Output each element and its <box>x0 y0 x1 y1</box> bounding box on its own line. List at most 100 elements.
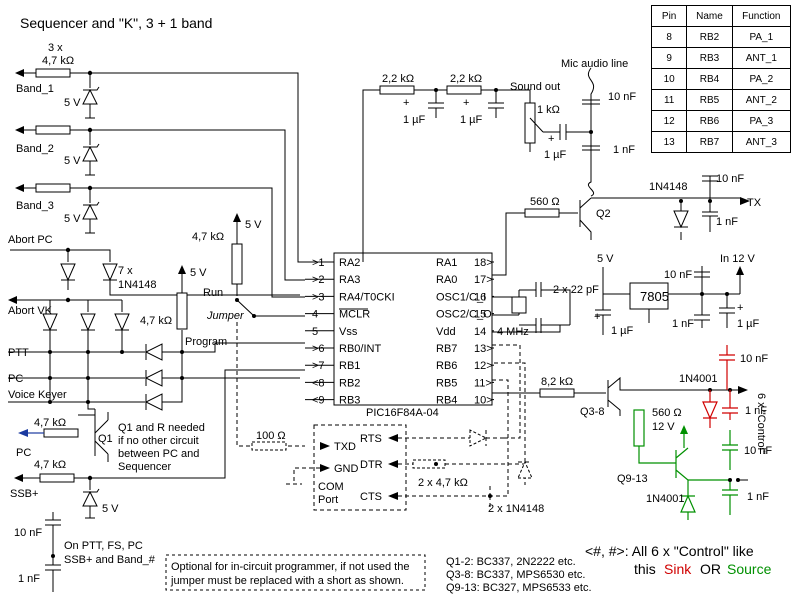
cap-10nf-bl: 10 nF <box>14 527 42 539</box>
ic-pin-number: 11> <box>474 377 492 389</box>
cap-audio-2-plus: + <box>463 97 469 109</box>
optional-line-2: jumper must be replaced with a short as … <box>170 575 404 587</box>
table-cell: 12 <box>650 110 688 132</box>
q1-label: Q1 <box>98 433 113 445</box>
ic-pin-number: 5 <box>312 326 318 338</box>
table-cell: RB5 <box>686 89 733 111</box>
crystal-section: 2 x 22 pF 4 MHz <box>492 282 599 338</box>
tx-label: TX <box>747 197 762 209</box>
ssb-r-value: 4,7 kΩ <box>34 459 66 471</box>
resistor-band2 <box>35 125 71 135</box>
control-legend: <#, #>: All 6 x "Control" like this Sink… <box>585 543 772 577</box>
txd-label: TXD <box>334 441 356 453</box>
q1-note-2: if no other circuit <box>118 435 199 447</box>
com-label-1: COM <box>318 481 344 493</box>
table-cell: 8 <box>650 26 688 48</box>
table-header-cell: Name <box>686 5 733 27</box>
sink-source-output: 8,2 kΩ Q3-8 10 nF 1N4001 1 nF 6 x "Contr… <box>492 345 772 520</box>
q1-note-3: between PC and <box>118 448 199 460</box>
ic-pin-number: 13> <box>474 343 493 355</box>
band2-label: Band_2 <box>16 143 54 155</box>
psu-5v: 5 V <box>597 253 614 265</box>
jumper-section: 4,7 kΩ 5 V Run Jumper Program <box>185 213 305 447</box>
crystal <box>511 296 527 314</box>
table-cell: RB6 <box>686 110 733 132</box>
cap-pot-plus: + <box>548 133 554 145</box>
resistor-ssb <box>39 473 75 483</box>
cap-psu-1nf: 1 nF <box>672 318 694 330</box>
q1-note-1: Q1 and R needed <box>118 422 205 434</box>
r-q1-value: 4,7 kΩ <box>34 417 66 429</box>
rts-label: RTS <box>360 433 382 445</box>
r-q2-value: 560 Ω <box>530 196 560 208</box>
ic-pin-name: RB2 <box>339 377 360 389</box>
ic-pin-name: RB1 <box>339 360 360 372</box>
com-label-2: Port <box>318 494 338 506</box>
cap-audio-1-value: 1 µF <box>403 114 426 126</box>
table-cell: 9 <box>650 47 688 69</box>
parts-q38: Q3-8: BC337, MPS6530 etc. <box>446 569 585 581</box>
cap-1nf-bl: 1 nF <box>18 573 40 585</box>
q2-label: Q2 <box>596 208 611 220</box>
cap-sink-10nf: 10 nF <box>740 353 768 365</box>
diodes-part: 1N4148 <box>118 279 157 291</box>
zener2-voltage: 5 V <box>64 155 81 167</box>
diagram-title: Sequencer and "K", 3 + 1 band <box>20 15 212 31</box>
table-cell: 10 <box>650 68 688 90</box>
table-cell: PA_1 <box>731 26 791 48</box>
in-12v-label: In 12 V <box>720 253 756 265</box>
r-audio-1-value: 2,2 kΩ <box>382 73 414 85</box>
jumper-label: Jumper <box>206 310 245 322</box>
ic-pin-number: 15 <box>474 309 486 321</box>
table-cell: RB3 <box>686 47 733 69</box>
zener1-voltage: 5 V <box>64 97 81 109</box>
voice-keyer-label: Voice Keyer <box>8 389 67 401</box>
ic-body <box>333 252 493 406</box>
band1-label: Band_1 <box>16 83 54 95</box>
ic-pin-name: Vss <box>339 326 358 338</box>
table-header-cell: Pin <box>650 5 688 27</box>
d-sink-label: 1N4001 <box>679 373 718 385</box>
cap-src-10nf: 10 nF <box>744 445 772 457</box>
resistor-q2 <box>524 208 560 218</box>
ic-pin-name: RB0/INT <box>339 343 381 355</box>
resistor-mclr <box>231 243 243 285</box>
ic-pin-number: <9 <box>312 395 325 407</box>
table-cell: ANT_1 <box>731 47 791 69</box>
ic-pin-name: RB4 <box>436 395 457 407</box>
tx-switch: 560 Ω Q2 TX 1N4148 10 nF 1 nF <box>492 173 762 276</box>
q9-12v: 12 V <box>652 421 675 433</box>
ic-pin-number: >2 <box>312 274 325 286</box>
ic-pin-number: 14 <box>474 326 486 338</box>
table-cell: ANT_2 <box>731 89 791 111</box>
ic-pin-number: >3 <box>312 291 325 303</box>
cap-psu-10nf: 10 nF <box>664 269 692 281</box>
resistor-q9 <box>633 409 645 447</box>
r-q3-value: 8,2 kΩ <box>541 376 573 388</box>
cap-psu-1: 1 µF <box>611 325 634 337</box>
resistor-band3 <box>35 183 71 193</box>
ssb-zener-v: 5 V <box>102 503 119 515</box>
table-cell: PA_2 <box>731 68 791 90</box>
ic-pin-name: RB3 <box>339 395 360 407</box>
ic-pin-number: 18> <box>474 257 493 269</box>
table-cell: RB4 <box>686 68 733 90</box>
ic-pin-name: RB7 <box>436 343 457 355</box>
gnd-label: GND <box>334 463 359 475</box>
cap-sink-1nf: 1 nF <box>745 405 767 417</box>
parts-q12: Q1-2: BC337, 2N2222 etc. <box>446 556 576 568</box>
ic-pin-name: RB6 <box>436 360 457 372</box>
run-label: Run <box>203 287 223 299</box>
d-2x1n4148-label: 2 x 1N4148 <box>488 503 544 515</box>
ic-pin-name: OSC1/C_I <box>436 291 486 303</box>
ic-pin-number: >6 <box>312 343 325 355</box>
ic-pin-number: 4 <box>312 309 318 321</box>
